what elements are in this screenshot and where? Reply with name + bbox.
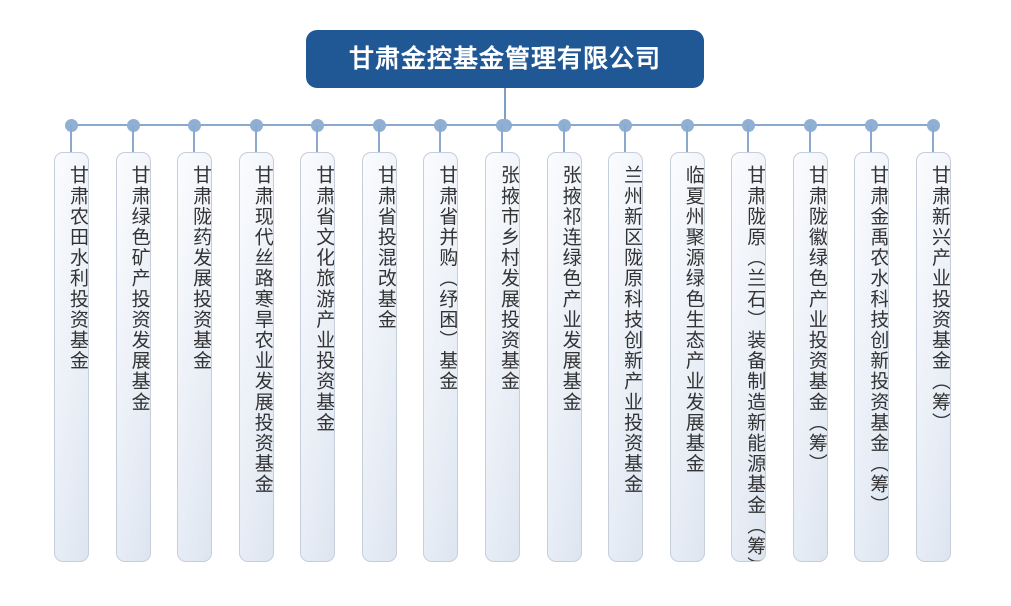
leaf-stem-connector [193,125,196,152]
leaf-stem-connector [70,125,72,152]
leaf-node-label: 甘肃陇徽绿色产业投资基金（筹） [805,165,827,474]
leaf-stem-connector [685,125,688,152]
leaf-node[interactable]: 甘肃陇药发展投资基金 [177,152,213,562]
leaf-stem-connector [562,125,565,152]
leaf-node[interactable]: 甘肃绿色矿产投资发展基金 [115,152,151,562]
leaf-stem-connector [316,125,319,152]
leaf-node-label: 甘肃陇原（兰石）装备制造新能源基金（筹） [744,165,766,562]
leaf-node[interactable]: 张掖市乡村发展投资基金 [485,152,520,562]
leaf-node-label: 甘肃省文化旅游产业投资基金 [313,165,335,433]
leaf-node[interactable]: 甘肃农田水利投资基金 [54,152,89,562]
leaf-node[interactable]: 兰州新区陇原科技创新产业投资基金 [608,152,644,562]
trunk-connector [504,88,506,126]
leaf-node-label: 临夏州聚源绿色生态产业发展基金 [682,165,704,474]
leaf-stem-connector [439,125,442,152]
root-node-label: 甘肃金控基金管理有限公司 [348,44,661,73]
leaf-stem-connector [377,125,380,152]
leaf-node[interactable]: 甘肃省并购（纾困）基金 [423,152,459,562]
leaf-node[interactable]: 甘肃陇徽绿色产业投资基金（筹） [792,152,828,562]
leaf-node-label: 兰州新区陇原科技创新产业投资基金 [621,165,643,495]
leaf-stem-connector [254,125,257,152]
leaf-stem-connector [870,125,873,152]
leaf-node-label: 甘肃现代丝路寒旱农业发展投资基金 [251,165,273,495]
leaf-node-label: 甘肃农田水利投资基金 [67,165,88,371]
leaf-node[interactable]: 甘肃陇原（兰石）装备制造新能源基金（筹） [731,152,767,562]
leaf-stem-connector [131,125,134,152]
leaf-node-label: 甘肃省并购（纾困）基金 [436,165,458,392]
leaf-node[interactable]: 甘肃省文化旅游产业投资基金 [300,152,336,562]
leaf-node-label: 张掖市乡村发展投资基金 [498,165,519,392]
leaf-node-label: 甘肃金禹农水科技创新投资基金（筹） [867,165,889,516]
leaf-node[interactable]: 甘肃省投混改基金 [361,152,397,562]
leaf-node[interactable]: 甘肃现代丝路寒旱农业发展投资基金 [238,152,274,562]
leaf-stem-connector [808,125,811,152]
leaf-node-label: 张掖祁连绿色产业发展基金 [559,165,581,413]
leaf-node-label: 甘肃陇药发展投资基金 [190,165,212,371]
root-node[interactable]: 甘肃金控基金管理有限公司 [306,30,704,88]
leaf-node[interactable]: 临夏州聚源绿色生态产业发展基金 [669,152,705,562]
leaf-node[interactable]: 甘肃新兴产业投资基金（筹） [916,152,951,562]
leaf-node-label: 甘肃新兴产业投资基金（筹） [929,165,950,433]
leaf-node-label: 甘肃绿色矿产投资发展基金 [128,165,150,413]
leaf-node-label: 甘肃省投混改基金 [374,165,396,330]
leaf-node[interactable]: 甘肃金禹农水科技创新投资基金（筹） [854,152,890,562]
leaf-stem-connector [501,125,503,152]
leaf-stem-connector [932,125,934,152]
leaf-stem-connector [624,125,627,152]
leaf-node[interactable]: 张掖祁连绿色产业发展基金 [546,152,582,562]
leaf-stem-connector [747,125,750,152]
